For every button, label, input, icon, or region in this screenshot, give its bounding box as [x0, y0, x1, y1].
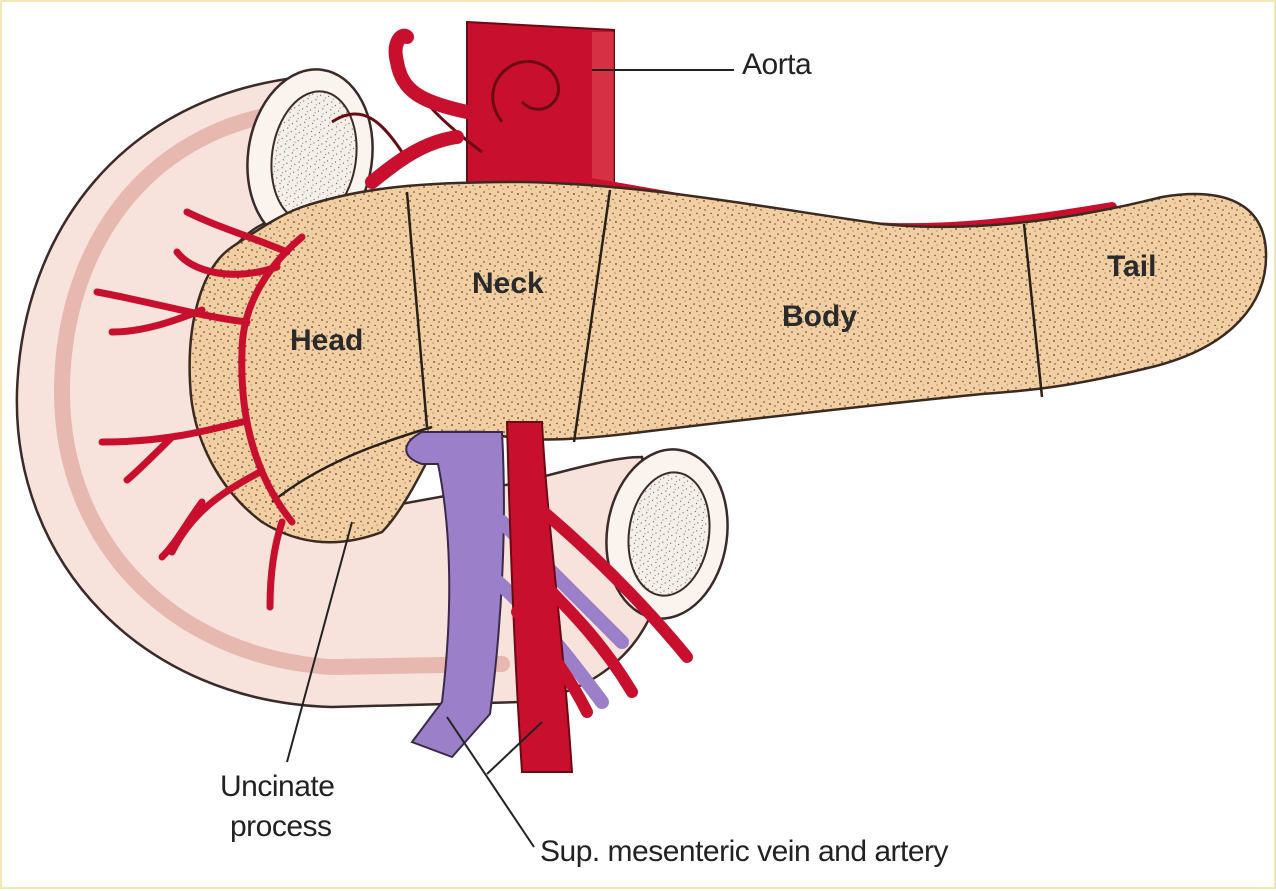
pancreas — [190, 182, 1266, 542]
sup-mesenteric-label: Sup. mesenteric vein and artery — [540, 835, 948, 869]
uncinate-label-line2: process — [230, 810, 332, 844]
tail-label: Tail — [1107, 250, 1156, 284]
aorta-highlight — [592, 32, 614, 187]
body-label: Body — [782, 300, 857, 334]
aorta — [467, 22, 614, 187]
sup-mesenteric-callout-line — [447, 717, 542, 847]
head-label: Head — [290, 324, 363, 358]
uncinate-label-line1: Uncinate — [220, 770, 334, 804]
gastroduodenal-artery — [372, 36, 467, 182]
neck-label: Neck — [472, 267, 544, 301]
aorta-label: Aorta — [742, 48, 811, 82]
